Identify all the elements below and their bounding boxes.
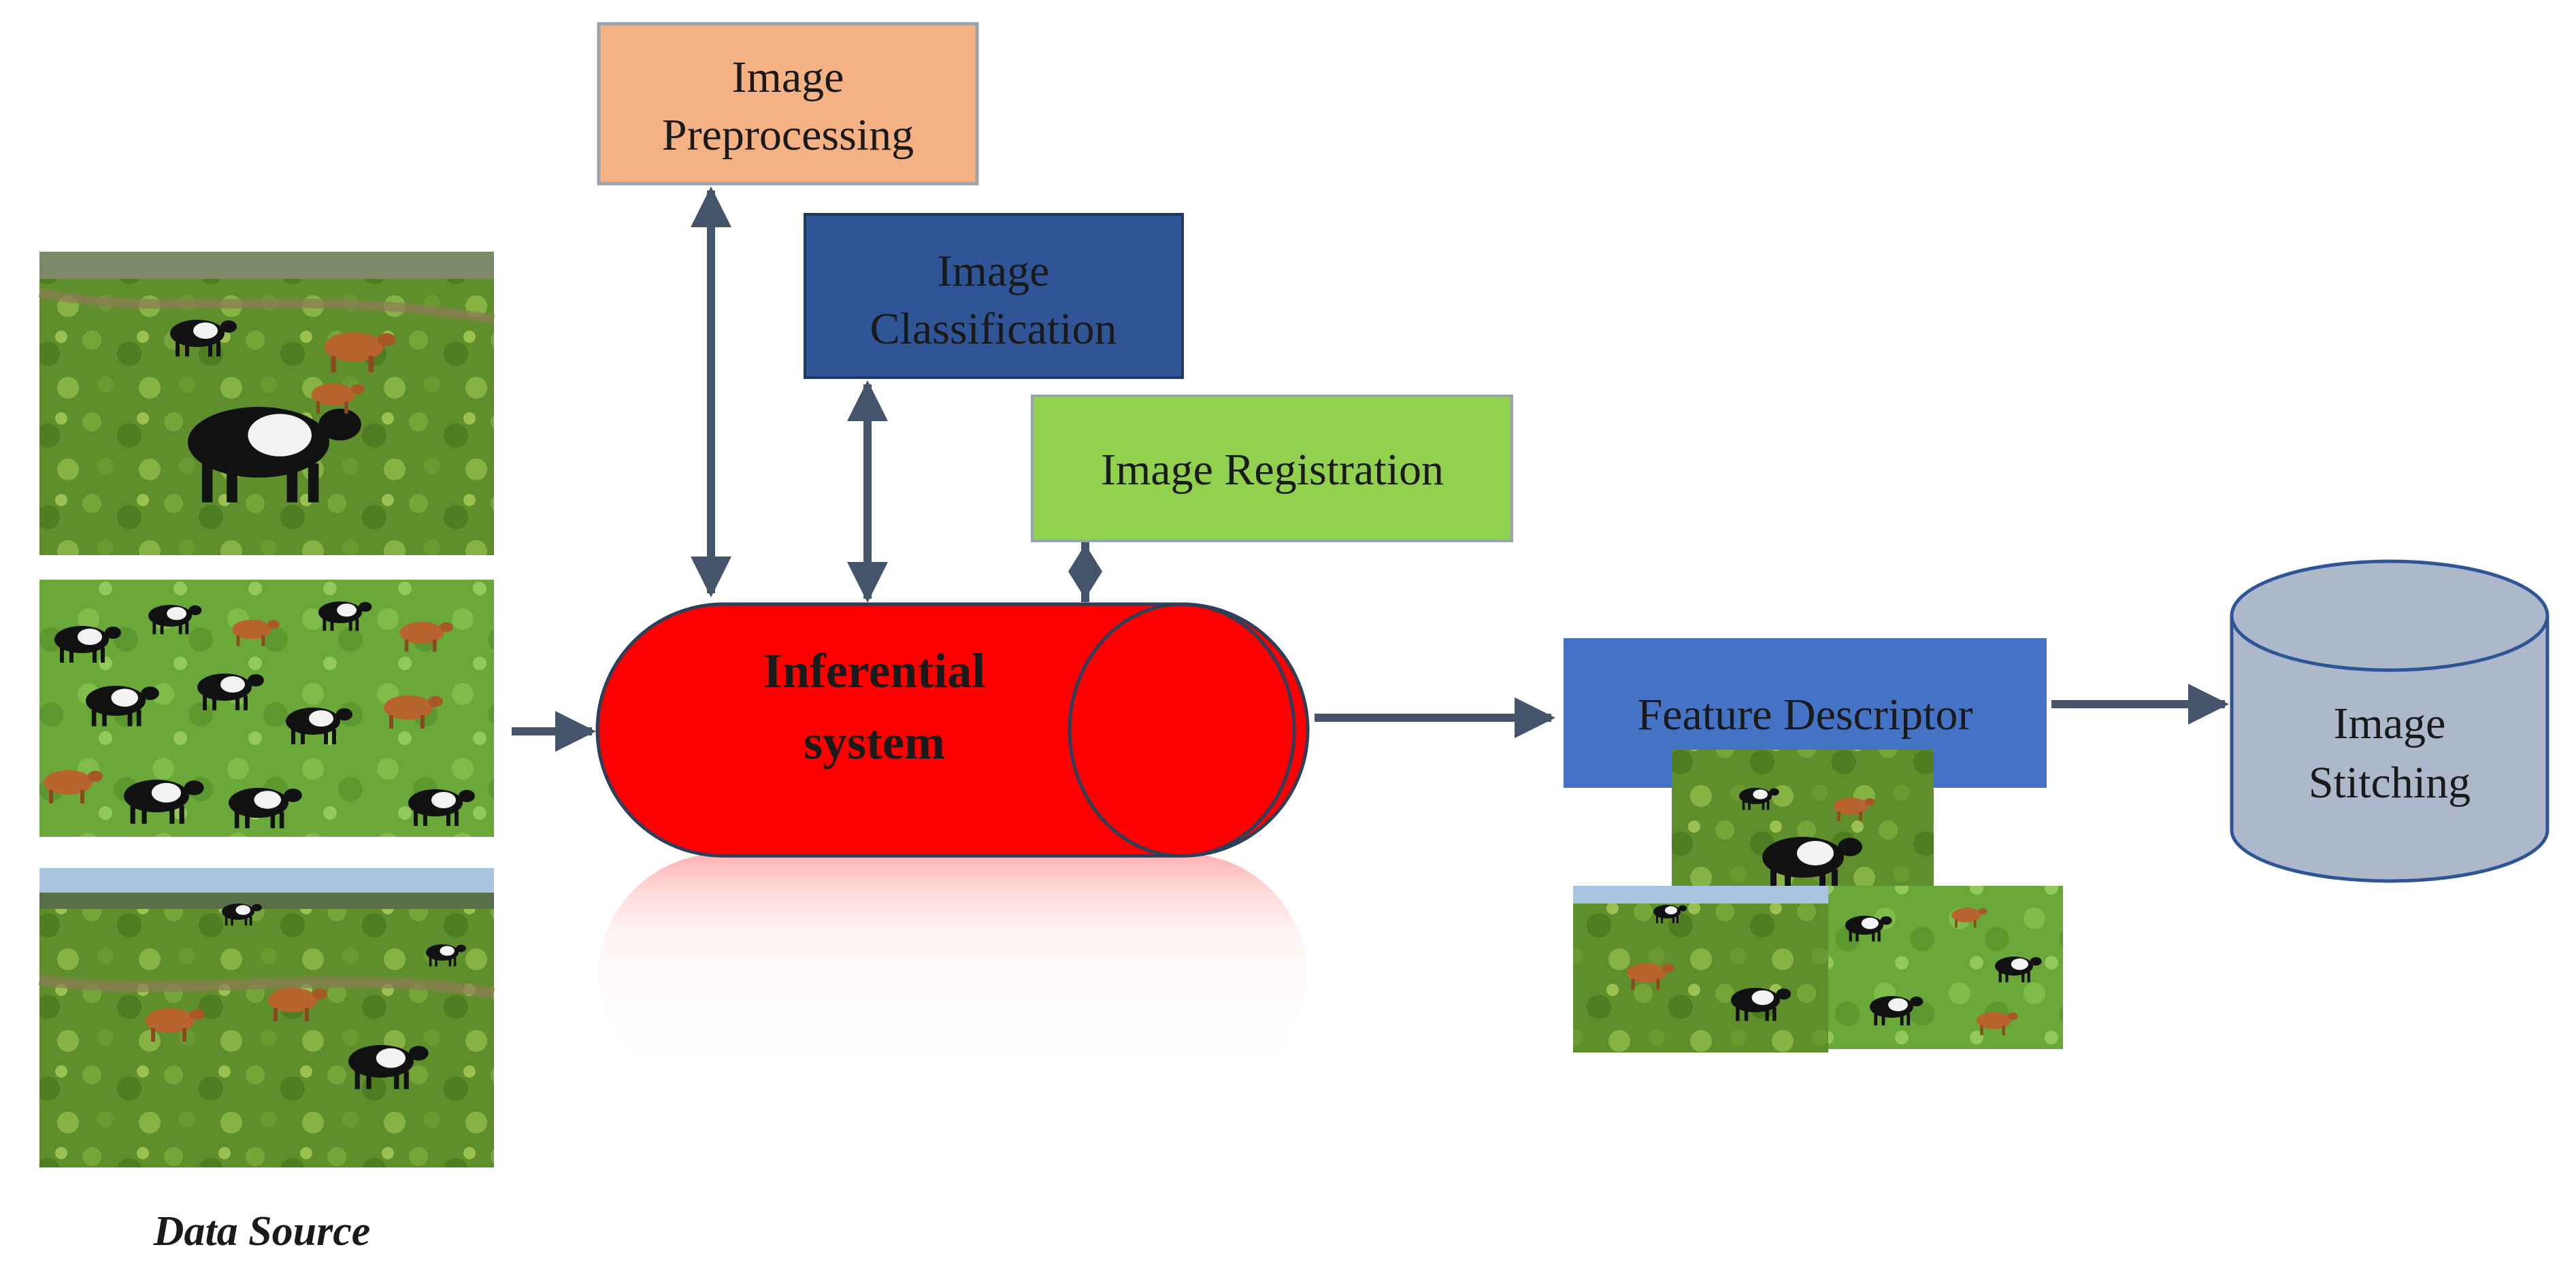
stitching-label-line2: Stitching (2309, 758, 2471, 808)
image-registration-box: Image Registration (1031, 395, 1513, 542)
inferential-system: Inferential system (595, 602, 1310, 1089)
image-preprocessing-box: Image Preprocessing (597, 22, 979, 186)
data-source-photo-3 (38, 868, 495, 1167)
image-stitching-cylinder: Image Stitching (2230, 559, 2549, 883)
core-label-line1: Inferential (763, 644, 986, 698)
feature-photo-bottom-left (1573, 886, 1828, 1052)
classification-label-line2: Classification (870, 304, 1117, 354)
preprocessing-label-line2: Preprocessing (662, 110, 914, 160)
data-source-photo-1 (38, 252, 495, 555)
registration-connector (1068, 541, 1102, 602)
feature-descriptor-label: Feature Descriptor (1638, 690, 1973, 740)
feature-photo-top (1672, 750, 1934, 892)
arrows (512, 186, 2229, 752)
core-label-line2: system (804, 715, 945, 769)
feature-photo-bottom-right (1828, 886, 2063, 1049)
core-reflection (599, 854, 1306, 1089)
registration-label: Image Registration (1101, 445, 1444, 495)
data-source-caption: Data Source (153, 1208, 371, 1255)
data-source-photo-2 (39, 580, 494, 837)
feature-descriptor-photos (1573, 750, 2063, 1052)
preprocessing-label-line1: Image (732, 52, 844, 102)
classification-label-line1: Image (938, 246, 1050, 296)
stitching-label-line1: Image (2334, 699, 2446, 748)
data-source-photos: Data Source (38, 252, 495, 1255)
image-classification-box: Image Classification (804, 213, 1184, 379)
